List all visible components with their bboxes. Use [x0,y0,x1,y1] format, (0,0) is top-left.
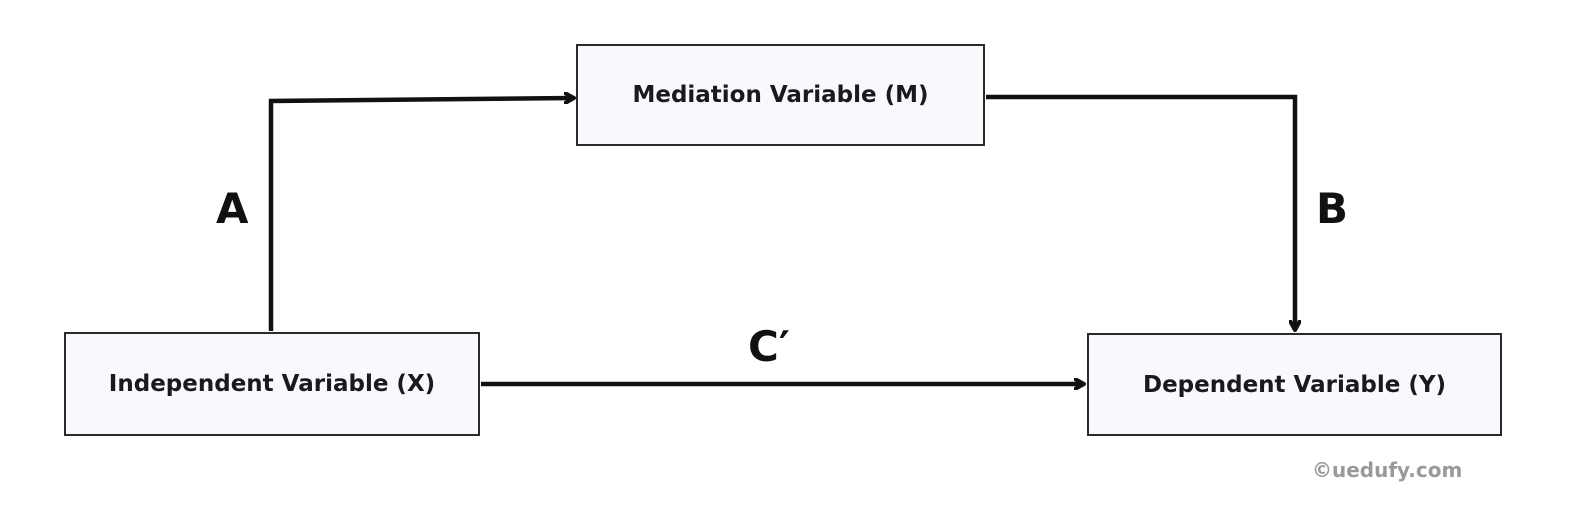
copyright-watermark: ©uedufy.com [1312,458,1463,482]
arrow-a [268,98,574,331]
path-label-a: A [216,184,249,233]
dependent-variable-box: Dependent Variable (Y) [1087,333,1502,436]
path-label-c-prime: C′ [748,322,790,371]
mediation-variable-label: Mediation Variable (M) [632,82,929,108]
dependent-variable-label: Dependent Variable (Y) [1142,371,1446,398]
path-label-b: B [1316,184,1349,233]
arrow-b [986,94,1295,330]
mediation-variable-box: Mediation Variable (M) [576,44,985,146]
independent-variable-box: Independent Variable (X) [64,332,480,436]
independent-variable-label: Independent Variable (X) [108,371,436,397]
